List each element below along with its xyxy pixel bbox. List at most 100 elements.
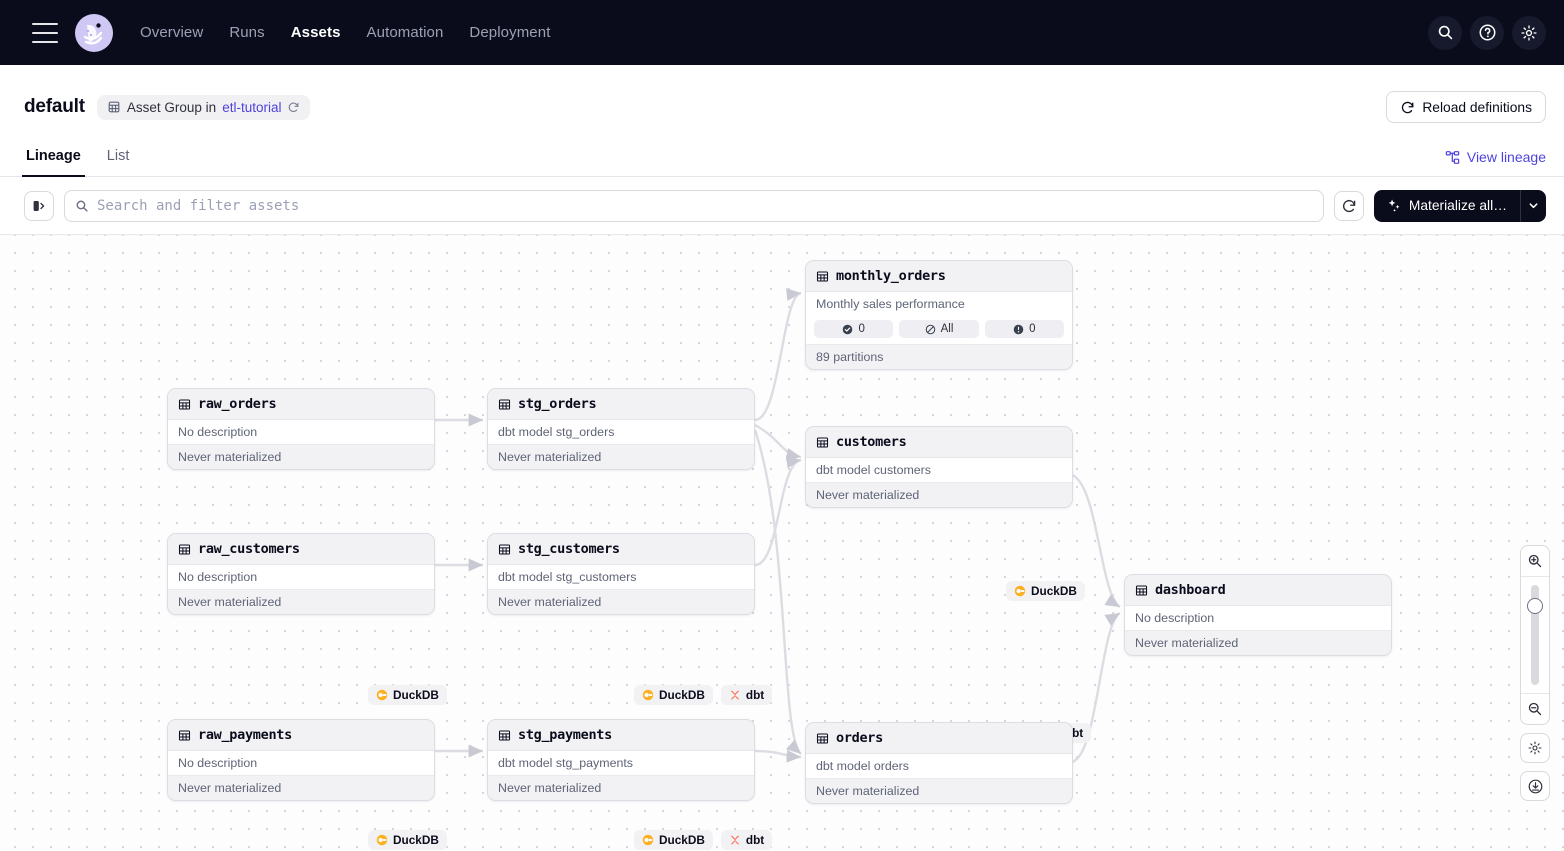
search-icon[interactable]: [1428, 15, 1462, 50]
tab-lineage[interactable]: Lineage: [22, 148, 85, 177]
tag-label: DuckDB: [1031, 584, 1077, 598]
asset-node-status: Never materialized: [806, 778, 1072, 803]
tag-label: dbt: [745, 688, 765, 702]
materialize-all-label: Materialize all…: [1408, 198, 1507, 213]
zoom-slider-stack: [1520, 545, 1550, 725]
materialize-dropdown-caret[interactable]: [1520, 189, 1546, 222]
asset-tags-stg_customers: DuckDB dbt: [634, 830, 773, 850]
asset-node-header: raw_orders: [168, 389, 434, 420]
table-icon: [816, 436, 829, 448]
asset-node-header: stg_orders: [488, 389, 754, 420]
tag-label: DuckDB: [659, 833, 705, 847]
asset-node-raw_payments[interactable]: raw_payments No description Never materi…: [167, 719, 435, 801]
asset-node-description: No description: [168, 751, 434, 775]
table-icon: [178, 729, 191, 741]
refresh-icon[interactable]: [1333, 190, 1364, 221]
asset-node-status: Never materialized: [488, 589, 754, 614]
asset-node-raw_orders[interactable]: raw_orders No description Never material…: [167, 388, 435, 470]
graph-settings-icon[interactable]: [1520, 733, 1550, 763]
zoom-in-icon[interactable]: [1521, 546, 1549, 576]
download-icon[interactable]: [1520, 771, 1550, 801]
nav-actions: [1428, 0, 1546, 65]
partition-chip-materialized[interactable]: 0: [814, 320, 894, 338]
search-input[interactable]: [97, 197, 1313, 214]
nav-link-automation[interactable]: Automation: [366, 24, 444, 41]
dbt-icon: [730, 835, 740, 845]
view-lineage-link[interactable]: View lineage: [1445, 149, 1546, 165]
zoom-slider[interactable]: [1521, 576, 1549, 694]
nav-link-assets[interactable]: Assets: [290, 24, 341, 41]
tag-duckdb[interactable]: DuckDB: [1006, 581, 1085, 601]
graph-toolbar: Materialize all…: [0, 177, 1564, 235]
tag-duckdb[interactable]: DuckDB: [634, 830, 713, 850]
dbt-icon: [730, 690, 740, 700]
top-navigation-bar: Overview Runs Assets Automation Deployme…: [0, 0, 1564, 65]
asset-lineage-canvas[interactable]: raw_orders No description Never material…: [0, 235, 1564, 851]
search-bar[interactable]: [64, 189, 1324, 222]
tag-dbt[interactable]: dbt: [720, 830, 773, 850]
asset-node-title: orders: [836, 730, 883, 746]
asset-node-header: stg_payments: [488, 720, 754, 751]
zoom-out-icon[interactable]: [1521, 694, 1549, 724]
tag-dbt[interactable]: dbt: [720, 685, 773, 705]
asset-node-description: dbt model customers: [806, 458, 1072, 482]
tag-duckdb[interactable]: DuckDB: [368, 685, 447, 705]
help-icon[interactable]: [1470, 15, 1504, 50]
asset-node-description: dbt model stg_payments: [488, 751, 754, 775]
lineage-icon: [1445, 150, 1460, 164]
materialize-all-button[interactable]: Materialize all…: [1374, 190, 1520, 222]
asset-node-title: raw_orders: [198, 396, 277, 412]
asset-node-description: dbt model stg_orders: [488, 420, 754, 444]
search-icon: [76, 200, 88, 212]
table-icon: [498, 398, 511, 410]
asset-group-prefix: Asset Group in: [126, 99, 217, 115]
asset-node-header: dashboard: [1125, 575, 1391, 606]
duckdb-icon: [376, 689, 388, 701]
asset-node-monthly_orders[interactable]: monthly_orders Monthly sales performance…: [805, 260, 1073, 370]
panel-toggle-icon[interactable]: [24, 190, 54, 221]
table-icon: [498, 543, 511, 555]
asset-node-stg_payments[interactable]: stg_payments dbt model stg_payments Neve…: [487, 719, 755, 801]
nav-link-overview[interactable]: Overview: [140, 24, 204, 41]
table-icon: [178, 543, 191, 555]
reload-icon: [1402, 101, 1414, 113]
exclamation-circle-icon: [1013, 324, 1024, 334]
tab-list[interactable]: List: [106, 148, 130, 164]
asset-node-stg_customers[interactable]: stg_customers dbt model stg_customers Ne…: [487, 533, 755, 615]
nav-link-deployment[interactable]: Deployment: [469, 24, 551, 41]
partition-chip-label: 0: [858, 323, 865, 335]
settings-icon[interactable]: [1512, 15, 1546, 50]
partition-chip-label: All: [940, 323, 954, 335]
table-icon: [498, 729, 511, 741]
partition-chip-missing[interactable]: All: [899, 320, 979, 338]
partition-chip-failed[interactable]: 0: [984, 320, 1064, 338]
tag-duckdb[interactable]: DuckDB: [634, 685, 713, 705]
asset-tags-stg_orders: DuckDB dbt: [634, 685, 773, 705]
asset-node-description: No description: [168, 565, 434, 589]
asset-node-orders[interactable]: orders dbt model orders Never materializ…: [805, 722, 1073, 804]
tab-bar: Lineage List View lineage: [0, 131, 1564, 177]
asset-node-description: dbt model stg_customers: [488, 565, 754, 589]
reload-definitions-button[interactable]: Reload definitions: [1386, 91, 1546, 123]
duckdb-icon: [1014, 585, 1026, 597]
table-icon: [816, 270, 829, 282]
asset-node-stg_orders[interactable]: stg_orders dbt model stg_orders Never ma…: [487, 388, 755, 470]
zoom-slider-thumb[interactable]: [1527, 598, 1543, 614]
table-icon: [816, 732, 829, 744]
tag-duckdb[interactable]: DuckDB: [368, 830, 447, 850]
asset-node-status: Never materialized: [806, 482, 1072, 507]
dagster-logo[interactable]: [74, 13, 114, 53]
duckdb-icon: [642, 834, 654, 846]
asset-node-description: No description: [168, 420, 434, 444]
asset-node-customers[interactable]: customers dbt model customers Never mate…: [805, 426, 1073, 508]
asset-node-raw_customers[interactable]: raw_customers No description Never mater…: [167, 533, 435, 615]
asset-group-link[interactable]: etl-tutorial: [222, 99, 282, 115]
tag-label: DuckDB: [393, 833, 439, 847]
reload-small-icon[interactable]: [287, 101, 300, 114]
nav-link-runs[interactable]: Runs: [229, 24, 265, 41]
asset-node-description: Monthly sales performance: [806, 292, 1072, 316]
hamburger-icon[interactable]: [32, 22, 58, 43]
asset-node-header: raw_payments: [168, 720, 434, 751]
asset-node-dashboard[interactable]: dashboard No description Never materiali…: [1124, 574, 1392, 656]
nav-links: Overview Runs Assets Automation Deployme…: [140, 24, 550, 41]
